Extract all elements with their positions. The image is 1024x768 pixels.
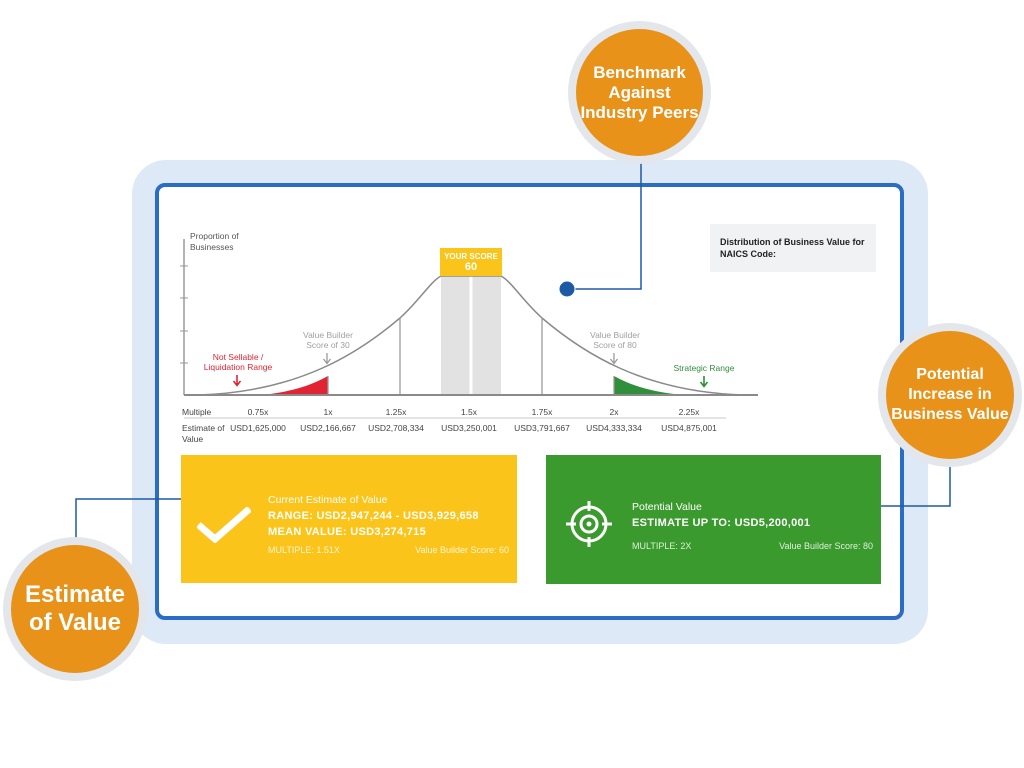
multiple-label: 0.75x <box>247 407 269 417</box>
checkmark-icon <box>197 507 251 543</box>
benchmark-connector-dot <box>558 280 576 298</box>
y-axis-ticks <box>180 265 188 364</box>
potential-value-multiple: MULTIPLE: 2X <box>632 541 692 551</box>
potential-value-card: Potential Value ESTIMATE UP TO: USD5,200… <box>546 455 881 584</box>
estimate-callout-text: Estimate of Value <box>24 581 126 636</box>
current-estimate-range: RANGE: USD2,947,244 - USD3,929,658 <box>268 510 479 522</box>
benchmark-callout-text: Benchmark Against Industry Peers <box>580 62 699 122</box>
liquidation-zone <box>262 376 328 395</box>
estimate-value: USD2,708,334 <box>368 423 424 433</box>
potential-value-estimate: ESTIMATE UP TO: USD5,200,001 <box>632 517 811 529</box>
multiple-label: 1.5x <box>460 407 478 417</box>
naics-legend-box: Distribution of Business Value for NAICS… <box>710 224 876 272</box>
distribution-curve <box>197 275 745 396</box>
gray-down-arrow-icon <box>322 353 332 365</box>
estimate-value: USD3,250,001 <box>441 423 497 433</box>
your-score-badge: YOUR SCORE 60 <box>440 248 502 276</box>
potential-increase-callout: Potential Increase in Business Value <box>886 331 1014 459</box>
strategic-zone <box>614 376 682 395</box>
gray-down-arrow-icon <box>609 353 619 365</box>
multiple-label: 2x <box>609 407 619 417</box>
current-estimate-score: Value Builder Score: 60 <box>415 545 509 555</box>
estimate-row-label: Estimate of Value <box>182 423 225 444</box>
strategic-range-label: Strategic Range <box>673 363 735 373</box>
potential-value-title: Potential Value <box>632 501 702 513</box>
multiple-label: 2.25x <box>678 407 700 417</box>
current-estimate-mean: MEAN VALUE: USD3,274,715 <box>268 526 426 538</box>
multiple-label: 1.75x <box>531 407 553 417</box>
y-axis-label: Proportion of Businesses <box>190 231 239 252</box>
current-estimate-title: Current Estimate of Value <box>268 494 388 506</box>
multiple-row-label: Multiple <box>182 407 212 417</box>
current-estimate-multiple: MULTIPLE: 1.51X <box>268 545 340 555</box>
vb80-label: Value Builder Score of 80 <box>590 330 640 350</box>
estimate-callout: Estimate of Value <box>11 545 139 673</box>
potential-value-score: Value Builder Score: 80 <box>779 541 873 551</box>
estimate-value: USD2,166,667 <box>300 423 356 433</box>
red-down-arrow-icon <box>232 375 242 387</box>
multiple-label: 1.25x <box>385 407 407 417</box>
estimate-value: USD3,791,667 <box>514 423 570 433</box>
estimate-value: USD4,333,334 <box>586 423 642 433</box>
benchmark-callout: Benchmark Against Industry Peers <box>576 29 703 156</box>
target-icon <box>566 501 612 547</box>
potential-increase-callout-text: Potential Increase in Business Value <box>891 366 1009 423</box>
estimate-value: USD1,625,000 <box>230 423 286 433</box>
multiple-label: 1x <box>323 407 333 417</box>
vb30-label: Value Builder Score of 30 <box>303 330 353 350</box>
current-estimate-card: Current Estimate of Value RANGE: USD2,94… <box>181 455 517 583</box>
naics-legend-title: Distribution of Business Value for NAICS… <box>720 237 865 259</box>
estimate-value: USD4,875,001 <box>661 423 717 433</box>
multiple-gridlines <box>327 318 615 395</box>
your-score-label: YOUR SCORE <box>444 252 498 261</box>
your-score-value: 60 <box>464 261 478 273</box>
green-down-arrow-icon <box>699 376 709 388</box>
not-sellable-label: Not Sellable / Liquidation Range <box>203 352 273 372</box>
